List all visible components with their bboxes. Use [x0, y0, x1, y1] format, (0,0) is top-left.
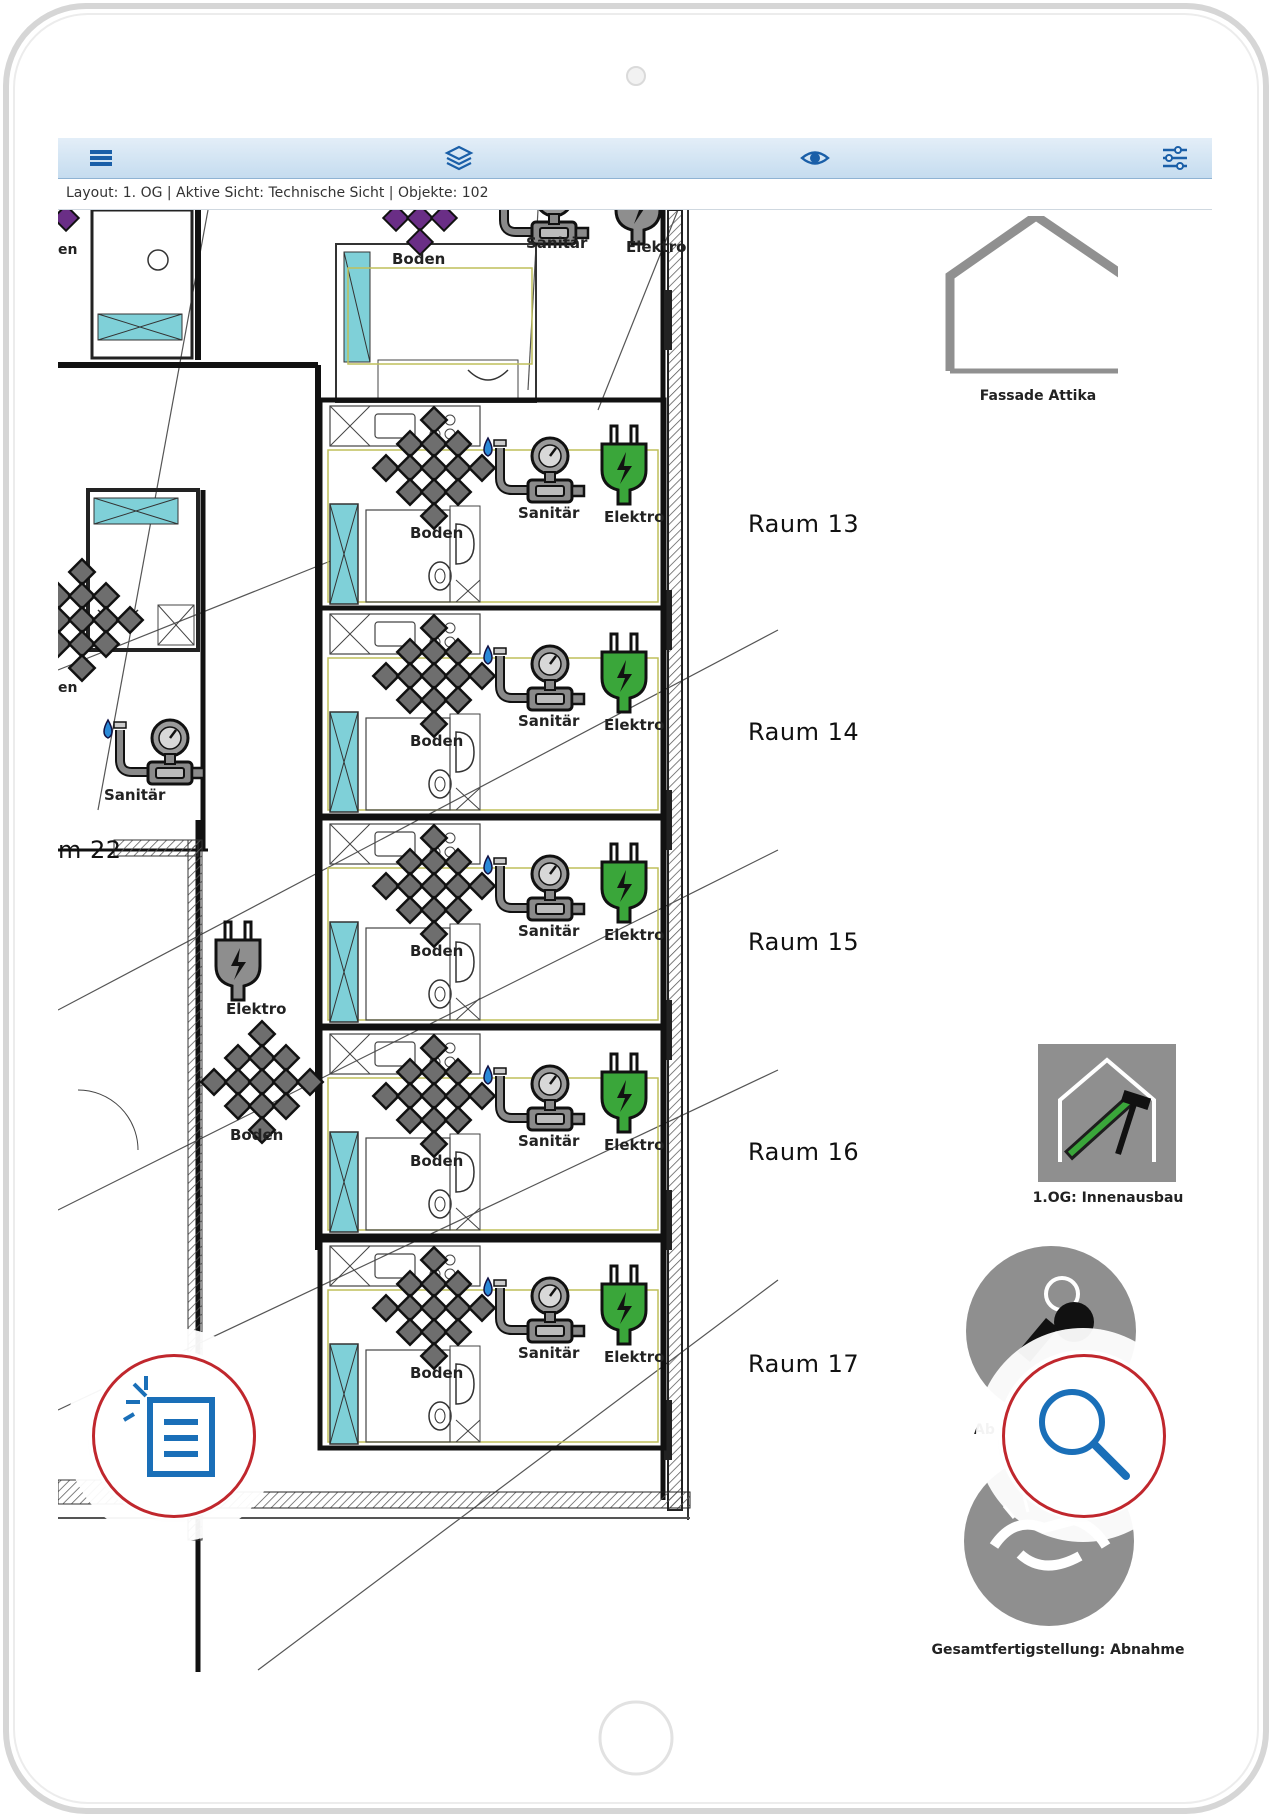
elektro-label: Elektro — [604, 508, 665, 526]
boden-label: Boden — [410, 524, 464, 542]
side-label-abnahme: Gesamtfertigstellung: Abnahme — [931, 1642, 1185, 1658]
boden-label-corridor: Boden — [230, 1126, 284, 1144]
elektro-label: Elektro — [604, 926, 665, 944]
elektro-label: Elektro — [604, 1136, 665, 1154]
side-item-fassade[interactable] — [938, 210, 1129, 396]
key-icon — [1017, 1276, 1094, 1362]
room-label-22[interactable]: m 22 — [58, 836, 122, 864]
boden-label: Boden — [410, 732, 464, 750]
side-item-innenausbau[interactable] — [1038, 1044, 1176, 1182]
status-bar: Layout: 1. OG | Aktive Sicht: Technische… — [58, 179, 1212, 210]
top-toolbar — [58, 138, 1212, 179]
boden-label: Boden — [410, 942, 464, 960]
select-list-icon — [122, 1376, 215, 1477]
room-interior — [327, 1289, 659, 1443]
room-label[interactable]: Raum 13 — [748, 510, 860, 538]
room-interior — [327, 657, 659, 811]
room-wall — [317, 1237, 667, 1451]
elektro-label-top: Elektro — [626, 238, 687, 256]
status-text: Layout: 1. OG | Aktive Sicht: Technische… — [66, 185, 489, 201]
sliders-icon[interactable] — [1158, 142, 1192, 174]
room-label[interactable]: Raum 16 — [748, 1138, 860, 1166]
room-wall — [317, 1025, 667, 1239]
search-button[interactable] — [998, 1350, 1168, 1520]
tools-house-icon — [1058, 1057, 1156, 1162]
room-label[interactable]: Raum 17 — [748, 1350, 860, 1378]
select-list-button[interactable] — [88, 1350, 258, 1520]
room-row[interactable] — [317, 1237, 667, 1451]
room-label[interactable]: Raum 14 — [748, 718, 860, 746]
room-row[interactable] — [317, 1025, 667, 1239]
elektro-label-corridor: Elektro — [226, 1000, 287, 1018]
sanitaer-label: Sanitär — [518, 1132, 580, 1150]
elektro-label: Elektro — [604, 1348, 665, 1366]
room-label[interactable]: Raum 15 — [748, 928, 860, 956]
room-interior — [327, 1077, 659, 1231]
layers-icon[interactable] — [442, 142, 476, 174]
sanitaer-label: Sanitär — [518, 1344, 580, 1362]
hamburger-icon[interactable] — [84, 142, 118, 174]
partial-label-mid: en — [58, 680, 78, 696]
boden-label-top: Boden — [392, 250, 446, 268]
sanitaer-label: Sanitär — [518, 712, 580, 730]
room-interior — [327, 867, 659, 1021]
boden-label: Boden — [410, 1152, 464, 1170]
sanitaer-label-top: Sanitär — [526, 234, 588, 252]
side-label-partial: Ab — [974, 1422, 995, 1438]
sanitaer-label-left: Sanitär — [104, 786, 166, 804]
elektro-label: Elektro — [604, 716, 665, 734]
house-outline-icon — [945, 210, 1129, 374]
side-label-fassade: Fassade Attika — [979, 388, 1097, 404]
app-screen: Layout: 1. OG | Aktive Sicht: Technische… — [58, 138, 1212, 1672]
select-list-ring — [92, 1354, 256, 1518]
side-label-innenausbau: 1.OG: Innenausbau — [1032, 1190, 1184, 1206]
search-icon — [1039, 1389, 1130, 1480]
boden-label: Boden — [410, 1364, 464, 1382]
eye-icon[interactable] — [798, 142, 832, 174]
sanitaer-label: Sanitär — [518, 922, 580, 940]
partial-label-top: en — [58, 242, 78, 258]
sanitaer-label: Sanitär — [518, 504, 580, 522]
search-ring — [1002, 1354, 1166, 1518]
room-interior — [327, 449, 659, 603]
